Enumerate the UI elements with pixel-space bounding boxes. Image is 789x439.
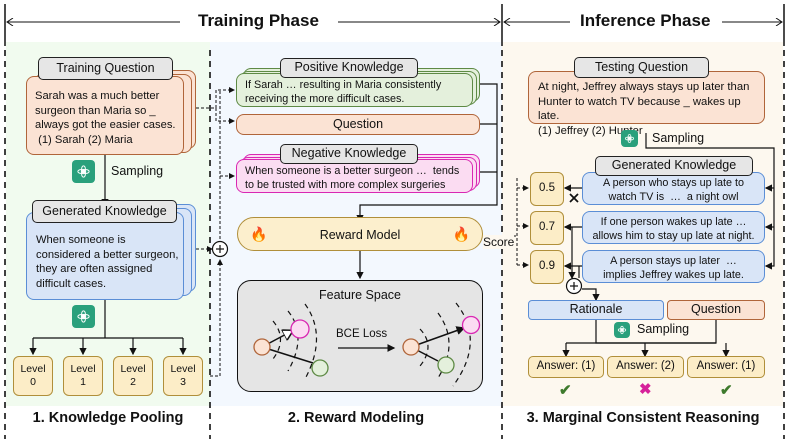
sampling-label: Sampling: [652, 131, 705, 145]
anchor-node: [253, 338, 271, 356]
check-icon: ✔: [720, 382, 733, 399]
knowledge-pooling-title: 1. Knowledge Pooling: [32, 410, 184, 426]
question-box: Question: [236, 114, 480, 135]
answer-box: Answer: (1): [528, 356, 604, 378]
reward-model-box: 🔥 Reward Model 🔥: [237, 217, 483, 251]
positive-node: [311, 359, 329, 377]
score-box: 0.9: [530, 250, 564, 284]
generated-knowledge-line: they are often assigned: [36, 263, 153, 276]
openai-logo-icon: [621, 130, 638, 147]
generated-knowledge-line: considered a better surgeon,: [36, 248, 179, 261]
generated-knowledge-header: Generated Knowledge: [595, 156, 753, 176]
negative-knowledge-header: Negative Knowledge: [280, 144, 418, 164]
inference-phase-title: Inference Phase: [572, 11, 719, 31]
training-question-line: Sarah was a much better: [35, 90, 160, 102]
positive-knowledge-line: receiving the more difficult cases.: [245, 93, 405, 106]
knowledge-item: A person stays up later … implies Jeffre…: [582, 250, 765, 283]
testing-question-line: (1) Jeffrey (2) Hunter: [538, 125, 643, 138]
generated-knowledge-line: difficult cases.: [36, 277, 107, 290]
positive-node: [437, 356, 455, 374]
flame-icon: 🔥: [250, 226, 268, 242]
openai-logo-icon: [72, 305, 95, 328]
training-question-line: surgeon than Maria so _: [35, 104, 156, 117]
rationale-box: Rationale: [528, 300, 664, 320]
feature-space-label: Feature Space: [319, 288, 401, 302]
flame-icon: 🔥: [452, 226, 470, 242]
negative-knowledge-card: When someone is a better surgeon … tends…: [236, 159, 473, 193]
sum-operator: [211, 240, 229, 258]
generated-knowledge-line: When someone is: [36, 234, 126, 246]
testing-question-header: Testing Question: [574, 57, 709, 78]
score-label: Score: [483, 235, 515, 249]
sampling-label: Sampling: [637, 322, 690, 336]
sampling-label: Sampling: [111, 164, 164, 178]
cross-icon: ✖: [639, 381, 652, 398]
sum-operator: [565, 277, 583, 295]
testing-question-line: Hunter to watch TV because _ wakes up la…: [538, 95, 741, 123]
reward-model-label: Reward Model: [319, 228, 401, 242]
score-box: 0.7: [530, 211, 564, 245]
positive-knowledge-line: If Sarah … resulting in Maria consistent…: [245, 79, 442, 91]
testing-question-card: At night, Jeffrey always stays up later …: [528, 71, 765, 137]
negative-node: [461, 315, 481, 335]
anchor-node: [402, 338, 420, 356]
training-phase-title: Training Phase: [190, 11, 327, 31]
answer-box: Answer: (2): [607, 356, 684, 378]
bce-loss-label: BCE Loss: [336, 328, 388, 340]
level-box: Level 3: [163, 356, 203, 396]
positive-knowledge-card: If Sarah … resulting in Maria consistent…: [236, 73, 473, 107]
reject-x-icon: [569, 193, 579, 203]
feature-space-plot: [253, 302, 481, 387]
level-box: Level 0: [13, 356, 53, 396]
question-box: Question: [667, 300, 765, 320]
generated-knowledge-card: When someone is considered a better surg…: [26, 212, 184, 300]
feature-space-box: Feature Space BCE Loss: [237, 280, 483, 392]
knowledge-item: A person who stays up late to watch TV i…: [582, 172, 765, 205]
openai-logo-icon: [614, 322, 630, 338]
answer-box: Answer: (1): [687, 356, 765, 378]
training-question-line: always got the easier cases.: [35, 119, 176, 132]
training-question-line: (1) Sarah (2) Maria: [35, 133, 133, 146]
check-icon: ✔: [559, 382, 572, 399]
level-box: Level 2: [113, 356, 153, 396]
negative-node: [290, 319, 310, 339]
generated-knowledge-header: Generated Knowledge: [32, 200, 177, 223]
training-question-card: Sarah was a much better surgeon than Mar…: [26, 76, 184, 155]
knowledge-item: If one person wakes up late … allows him…: [582, 211, 765, 244]
marginal-reasoning-title: 3. Marginal Consistent Reasoning: [526, 410, 760, 426]
training-question-header: Training Question: [38, 57, 173, 80]
reward-modeling-title: 2. Reward Modeling: [287, 410, 425, 426]
positive-knowledge-header: Positive Knowledge: [280, 58, 418, 78]
testing-question-line: At night, Jeffrey always stays up later …: [538, 81, 750, 93]
negative-knowledge-line: to be trusted with more complex surgerie…: [245, 179, 446, 192]
openai-logo-icon: [72, 160, 95, 183]
level-box: Level 1: [63, 356, 103, 396]
score-box: 0.5: [530, 172, 564, 206]
negative-knowledge-line: When someone is a better surgeon … tends: [245, 165, 460, 177]
